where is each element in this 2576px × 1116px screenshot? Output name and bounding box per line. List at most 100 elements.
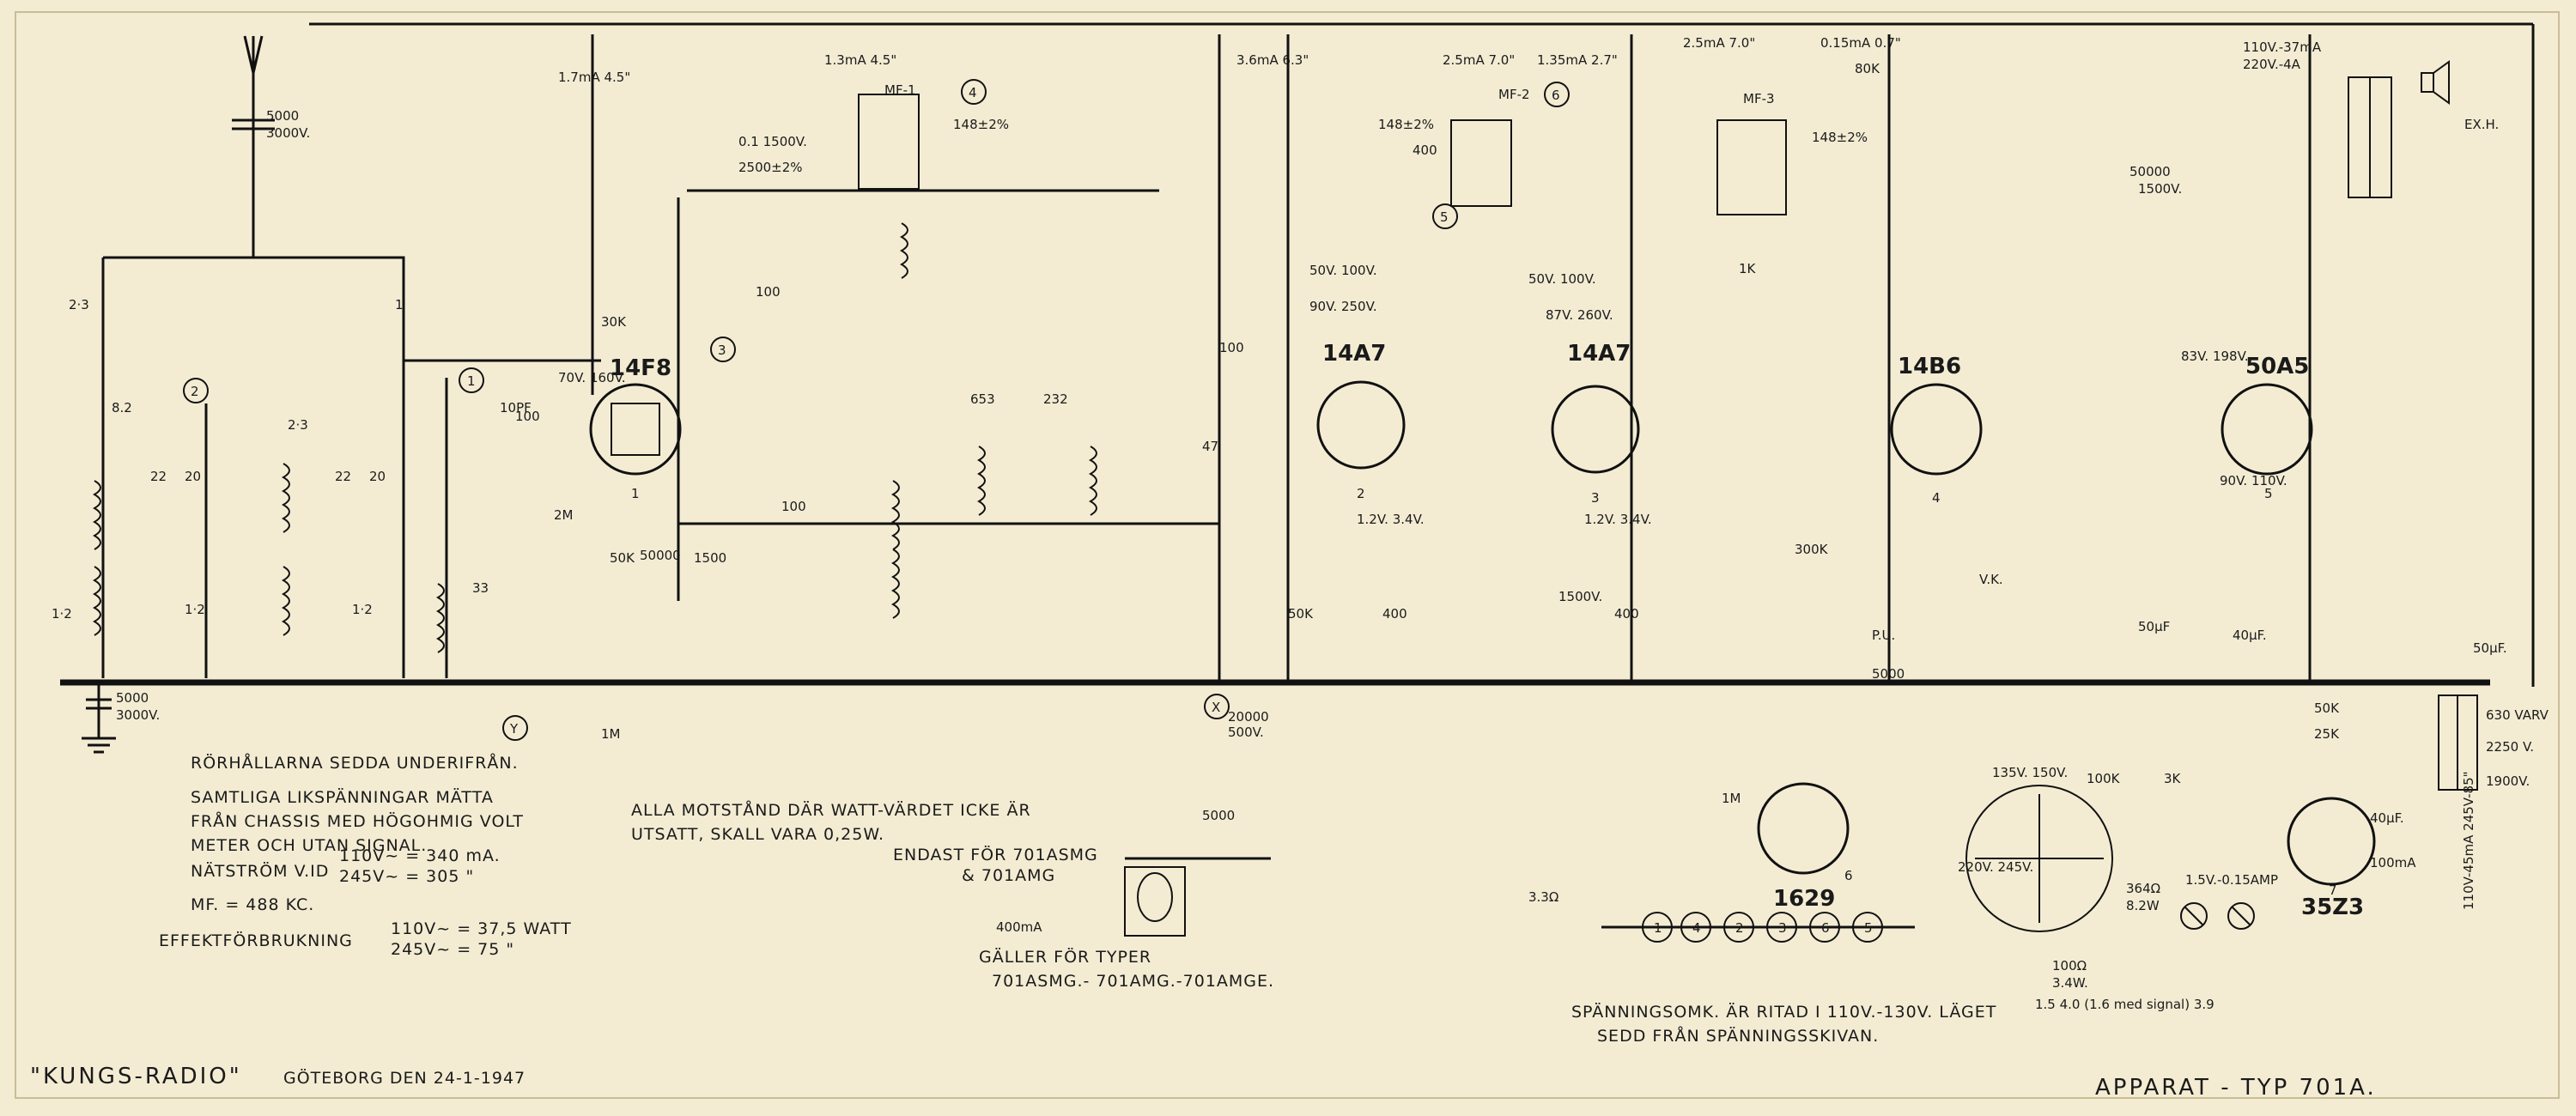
svg-text:6: 6: [1552, 88, 1560, 103]
c-148-c: 148±2%: [1812, 130, 1868, 145]
label-20-b: 20: [369, 469, 386, 484]
c-1500v-top: 0.1 1500V.: [738, 134, 807, 149]
svg-text:4: 4: [969, 85, 977, 100]
r-1k: 1K: [1739, 261, 1757, 276]
c-500v: 500V.: [1228, 725, 1264, 740]
label-33: 33: [472, 580, 489, 596]
point-2: 2: [183, 378, 209, 403]
earth-symbol: [82, 682, 116, 754]
note-samtliga-2: FRÅN CHASSIS MED HÖGOHMIG VOLT: [191, 811, 524, 831]
label-8-2: 8.2: [112, 400, 132, 415]
tube-14a7-3: [1551, 385, 1640, 474]
c-100-b: 100: [1219, 340, 1244, 355]
label-vk: V.K.: [1979, 572, 2003, 587]
sheet-border: [15, 11, 2560, 1099]
r-400-b: 400: [1413, 143, 1437, 158]
coil-set: [92, 222, 1097, 653]
label-1-2: 1·2: [52, 606, 72, 622]
tube-50a5: [2221, 383, 2313, 476]
note-natstrom: NÄTSTRÖM V.ID: [191, 861, 329, 881]
tube-50a5-label: 50A5: [2245, 354, 2309, 379]
note-spann-2: SEDD FRÅN SPÄNNINGSSKIVAN.: [1597, 1026, 1879, 1046]
v-220: 220V.-4A: [2243, 57, 2301, 72]
note-natstrom-b: 245V~ = 305 ": [339, 867, 474, 886]
tube-14f8-label: 14F8: [610, 355, 671, 381]
tube-14f8-number: 1: [631, 486, 640, 501]
svg-text:X: X: [1212, 700, 1220, 715]
r-100k: 100K: [2087, 771, 2121, 786]
tube-14a7-2: [1316, 380, 1406, 470]
c-40uf: 40µF.: [2233, 628, 2267, 643]
note-mf: MF. = 488 KC.: [191, 895, 314, 914]
spec-b: 1.3mA 4.5": [824, 52, 896, 68]
r-400-a: 400: [1382, 606, 1407, 622]
point-y: Y: [502, 715, 528, 741]
v-14a7-3-c: 1.2V. 3.4V.: [1584, 512, 1652, 527]
c-50uf-b: 50µF: [2138, 619, 2170, 634]
c-47: 47: [1202, 439, 1218, 454]
c-10pf: 10PF: [500, 400, 532, 415]
c-3-3: 3.3Ω: [1528, 889, 1558, 905]
mf2-label: MF-2: [1498, 87, 1530, 102]
heater-3: 3: [1766, 912, 1797, 943]
point-4: 4: [961, 79, 987, 105]
lamp-1: [2180, 902, 2208, 930]
spec-d: 2.5mA 7.0": [1443, 52, 1515, 68]
c-100ma: 100mA: [2370, 855, 2416, 870]
r-80k: 80K: [1855, 61, 1880, 76]
label-exh: EX.H.: [2464, 117, 2499, 132]
v-1900: 1900V.: [2486, 773, 2530, 789]
if-transformer-1: [858, 94, 920, 190]
c-100-a: 100: [515, 409, 540, 424]
tube-14a7-2-number: 2: [1357, 486, 1365, 501]
v-2250: 2250 V.: [2486, 739, 2534, 755]
note-effekt-a: 110V~ = 37,5 WATT: [391, 919, 572, 938]
note-galler-2: 701ASMG.- 701AMG.-701AMGE.: [992, 972, 1274, 991]
c-1500v-b: 1500V.: [2138, 181, 2182, 197]
place-date: GÖTEBORG DEN 24-1-1947: [283, 1068, 526, 1088]
c-653: 653: [970, 391, 995, 407]
c-232: 232: [1043, 391, 1068, 407]
r-8-2w: 8.2W: [2126, 898, 2160, 913]
maker-label: "KUNGS-RADIO": [30, 1064, 242, 1089]
label-22-b: 22: [335, 469, 351, 484]
label-2-3: 2·3: [69, 297, 89, 312]
mf3-label: MF-3: [1743, 91, 1775, 106]
v-14a7-3-a: 50V. 100V.: [1528, 271, 1596, 287]
note-galler-1: GÄLLER FÖR TYPER: [979, 947, 1151, 967]
note-watt-1: ALLA MOTSTÅND DÄR WATT-VÄRDET ICKE ÄR: [631, 800, 1031, 820]
v-110-245: 110V-45mA 245V-85": [2461, 771, 2476, 910]
c-50uf: 50µF.: [2473, 640, 2507, 656]
spec-f: 2.5mA 7.0": [1683, 35, 1755, 51]
v-14a7-2-b: 90V. 250V.: [1309, 299, 1377, 314]
note-endast-1: ENDAST FÖR 701ASMG: [893, 845, 1098, 864]
label-20: 20: [185, 469, 201, 484]
r-100: 100Ω: [2052, 958, 2087, 973]
r-364: 364Ω: [2126, 881, 2160, 896]
r-50k-c: 50K: [2314, 701, 2340, 716]
svg-text:4: 4: [1692, 920, 1701, 936]
tube-14b6: [1890, 383, 1983, 476]
c-148-b: 148±2%: [1378, 117, 1434, 132]
label-2-3-b: 2·3: [288, 417, 308, 433]
note-effekt: EFFEKTFÖRBRUKNING: [159, 931, 353, 950]
heater-5: 5: [1852, 912, 1883, 943]
tube-14b6-number: 4: [1932, 490, 1941, 506]
r-1500: 1500: [694, 550, 726, 566]
voltage-selector: [1965, 785, 2113, 932]
c-148-a: 148±2%: [953, 117, 1009, 132]
r-2m: 2M: [554, 507, 574, 523]
point-5: 5: [1432, 203, 1458, 229]
point-1: 1: [459, 367, 484, 393]
r-400-c: 400: [1614, 606, 1639, 622]
svg-text:1: 1: [1654, 920, 1662, 936]
svg-text:3: 3: [1778, 920, 1787, 936]
if-transformer-3: [1716, 119, 1787, 215]
svg-text:1: 1: [467, 373, 476, 389]
label-1: 1: [395, 297, 404, 312]
heater-2: 2: [1723, 912, 1754, 943]
r-3-4w: 3.4W.: [2052, 975, 2088, 991]
label-1-2-b: 1·2: [185, 602, 205, 617]
note-endast-2: & 701AMG: [962, 866, 1055, 885]
